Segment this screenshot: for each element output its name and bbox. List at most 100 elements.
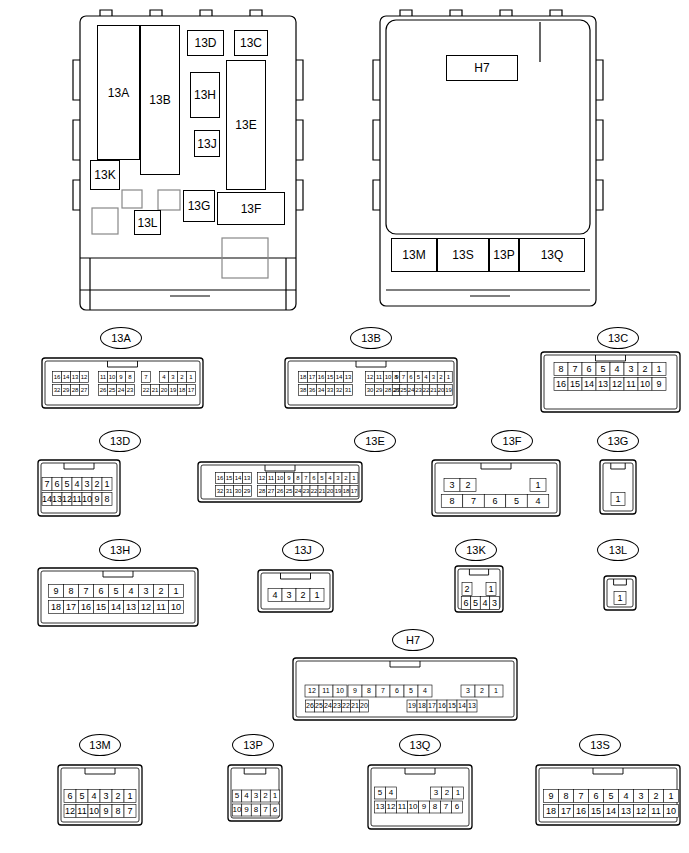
pin-number: 20	[360, 700, 369, 712]
pin-cell	[64, 805, 76, 818]
pin-number: 3	[169, 372, 178, 383]
connector-outline	[368, 765, 472, 829]
pin-cell	[62, 372, 71, 383]
pin-number: 19	[407, 700, 417, 712]
pin-cell	[559, 790, 574, 803]
connector-code: 13G	[608, 435, 629, 447]
pin-cell	[344, 372, 353, 383]
pin-cell	[437, 372, 445, 383]
pin-number: 1	[124, 790, 136, 803]
connector-outline	[293, 658, 517, 720]
pin-cell	[559, 805, 574, 818]
pin-cell	[634, 790, 649, 803]
pin-number: 7	[463, 495, 485, 508]
pin-cell	[392, 385, 400, 396]
connector-code: 13F	[241, 202, 262, 216]
pin-cell	[302, 486, 310, 497]
pin-cell	[305, 685, 319, 697]
pin-cell	[384, 385, 393, 396]
pin-number: 11	[72, 493, 82, 506]
pin-cell	[80, 385, 89, 396]
pin-number: 9	[92, 493, 102, 506]
fuse-block-slot: 13P	[489, 238, 519, 272]
pin-number: 12	[139, 601, 154, 614]
pin-cell	[652, 363, 666, 376]
pin-number: 21	[318, 486, 326, 497]
pin-number: 19	[334, 486, 342, 497]
pin-cell	[124, 601, 139, 614]
pin-number: 6	[407, 372, 415, 383]
pin-number: 25	[315, 700, 324, 712]
connector-latch	[614, 579, 627, 585]
housing-lines	[386, 22, 590, 296]
pin-cell	[99, 385, 108, 396]
pin-cell	[126, 385, 135, 396]
connector-tag: 13M	[79, 734, 121, 756]
pin-cell	[317, 385, 326, 396]
pin-cell	[568, 363, 582, 376]
pin-cell	[348, 685, 362, 697]
connector-code: 13Q	[410, 739, 431, 751]
pin-cell	[335, 372, 344, 383]
pin-cell	[102, 493, 112, 506]
connector-tag: 13D	[99, 430, 141, 452]
pin-cell	[596, 378, 610, 391]
pin-number: 11	[375, 372, 384, 383]
connector-code: 13D	[194, 36, 216, 50]
pin-cell	[124, 585, 139, 598]
pin-cell	[82, 478, 92, 491]
connector-faces	[38, 352, 680, 829]
pin-number: 23	[126, 385, 135, 396]
pin-cell	[109, 601, 124, 614]
pin-cell	[268, 589, 282, 602]
pin-cell	[82, 493, 92, 506]
connector-outline	[285, 358, 457, 408]
connector-face	[536, 765, 680, 825]
fuse-block-slot: 13G	[183, 190, 215, 222]
pin-number: 9	[544, 790, 559, 803]
pin-cell	[430, 372, 438, 383]
pin-cell	[108, 385, 117, 396]
pin-cell	[242, 804, 252, 816]
connector-outline	[198, 462, 362, 502]
pin-cell	[530, 479, 546, 492]
pin-cell	[619, 790, 634, 803]
connector-tag: 13P	[232, 734, 274, 756]
pin-cell	[427, 700, 437, 712]
pin-cell	[422, 372, 430, 383]
pin-number: 6	[310, 473, 318, 484]
connector-tag: 13K	[455, 539, 497, 561]
connector-inner-outline	[371, 768, 469, 826]
pin-cell	[638, 378, 652, 391]
fuse-block-slot: 13J	[194, 130, 219, 157]
pin-cell	[216, 486, 225, 497]
pin-number: 9	[117, 372, 126, 383]
pin-number: 17	[350, 486, 358, 497]
pin-number: 23	[415, 385, 423, 396]
pin-cell	[351, 700, 360, 712]
pin-number: 32	[335, 385, 344, 396]
pin-cell	[178, 372, 187, 383]
pin-cell	[375, 372, 384, 383]
pin-cell	[99, 372, 108, 383]
pin-cell	[112, 805, 124, 818]
pin-number: 7	[124, 805, 136, 818]
pin-number: 14	[582, 378, 596, 391]
connector-code: 13K	[466, 544, 486, 556]
pin-number: 17	[559, 805, 574, 818]
pin-cell	[267, 486, 276, 497]
pin-cell	[624, 363, 638, 376]
connector-code: 13G	[188, 199, 211, 213]
pin-number: 8	[112, 805, 124, 818]
pin-number: 15	[447, 700, 457, 712]
connector-inner-outline	[603, 463, 633, 511]
connector-latch	[469, 569, 488, 575]
pin-number: 4	[242, 790, 252, 802]
pin-cell	[333, 700, 342, 712]
connector-outline	[42, 358, 203, 408]
pin-number: 15	[326, 372, 335, 383]
pin-cell	[652, 378, 666, 391]
connector-tag: 13Q	[399, 734, 441, 756]
pin-number: 36	[308, 385, 317, 396]
pin-number: 10	[638, 378, 652, 391]
